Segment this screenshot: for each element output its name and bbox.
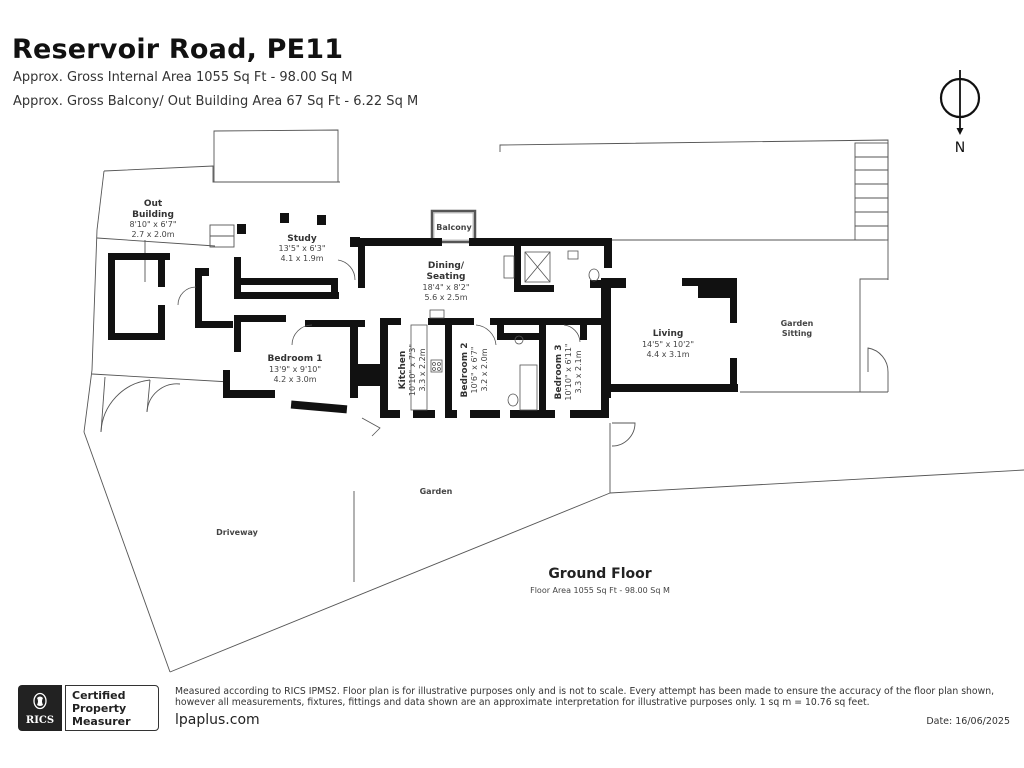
rics-certified-logo: RICS Certified Property Measurer [18, 685, 160, 731]
out-building-dim-m: 2.7 x 2.0m [131, 230, 174, 239]
floor-plan: Out Building 8'10" x 6'7" 2.7 x 2.0m Stu… [83, 129, 1024, 673]
out-building-dim: 8'10" x 6'7" [129, 220, 176, 229]
bedroom-3-label: Bedroom 3 [554, 345, 564, 400]
website-link[interactable]: lpaplus.com [175, 712, 260, 728]
floor-area: Floor Area 1055 Sq Ft - 98.00 Sq M [530, 586, 670, 595]
bedroom-2-label: Bedroom 2 [460, 343, 470, 398]
certified-box: Certified Property Measurer [65, 685, 159, 731]
compass-label: N [955, 140, 965, 156]
living-dim: 14'5" x 10'2" [642, 340, 694, 349]
garden-sitting-label: Garden [781, 319, 814, 328]
room-labels: Out Building 8'10" x 6'7" 2.7 x 2.0m Stu… [129, 199, 813, 537]
property-title: Reservoir Road, PE11 [12, 34, 344, 65]
walls [108, 213, 738, 418]
certified-line-3: Measurer [72, 715, 131, 728]
bedroom-2-dim: 10'6" x 6'7" [470, 346, 479, 393]
balcony-label: Balcony [436, 223, 472, 232]
bedroom-1-dim-m: 4.2 x 3.0m [273, 375, 316, 384]
bedroom-1-label: Bedroom 1 [268, 354, 323, 364]
out-building-label-2: Building [132, 210, 174, 220]
plan-date: Date: 16/06/2025 [926, 716, 1010, 727]
disclaimer-text: Measured according to RICS IPMS2. Floor … [175, 686, 995, 708]
lion-icon [33, 692, 47, 710]
bedroom-2-dim-m: 3.2 x 2.0m [480, 348, 489, 391]
bedroom-3-dim-m: 3.3 x 2.1m [574, 350, 583, 393]
dining-dim-m: 5.6 x 2.5m [424, 293, 467, 302]
study-dim: 13'5" x 6'3" [278, 244, 325, 253]
internal-area-text: Approx. Gross Internal Area 1055 Sq Ft -… [13, 70, 353, 85]
kitchen-dim: 10'10" x 7'3" [408, 344, 417, 396]
kitchen-label: Kitchen [398, 351, 408, 390]
dining-dim: 18'4" x 8'2" [422, 283, 469, 292]
garden-sitting-label-2: Sitting [782, 329, 813, 338]
kitchen-dim-m: 3.3 x 2.2m [418, 348, 427, 391]
driveway-label: Driveway [216, 528, 259, 537]
bedroom-1-dim: 13'9" x 9'10" [269, 365, 321, 374]
study-dim-m: 4.1 x 1.9m [280, 254, 323, 263]
balcony-outline [430, 209, 477, 244]
living-label: Living [653, 329, 684, 339]
rics-brand: RICS [25, 715, 55, 726]
balcony-area-text: Approx. Gross Balcony/ Out Building Area… [13, 94, 419, 109]
living-dim-m: 4.4 x 3.1m [646, 350, 689, 359]
garden-label: Garden [420, 487, 453, 496]
certified-line-2: Property [72, 702, 127, 715]
floor-title: Ground Floor [548, 566, 652, 582]
dining-label-2: Seating [427, 272, 466, 282]
out-building-label: Out [144, 199, 163, 209]
north-arrow-icon: N [939, 70, 981, 156]
fixtures [177, 250, 600, 437]
certified-line-1: Certified [72, 689, 126, 702]
rics-badge: RICS [18, 685, 62, 731]
site-boundary [83, 129, 1024, 673]
dining-label: Dining/ [428, 261, 465, 271]
study-label: Study [287, 234, 317, 244]
bedroom-3-dim: 10'10" x 6'11" [564, 343, 573, 400]
